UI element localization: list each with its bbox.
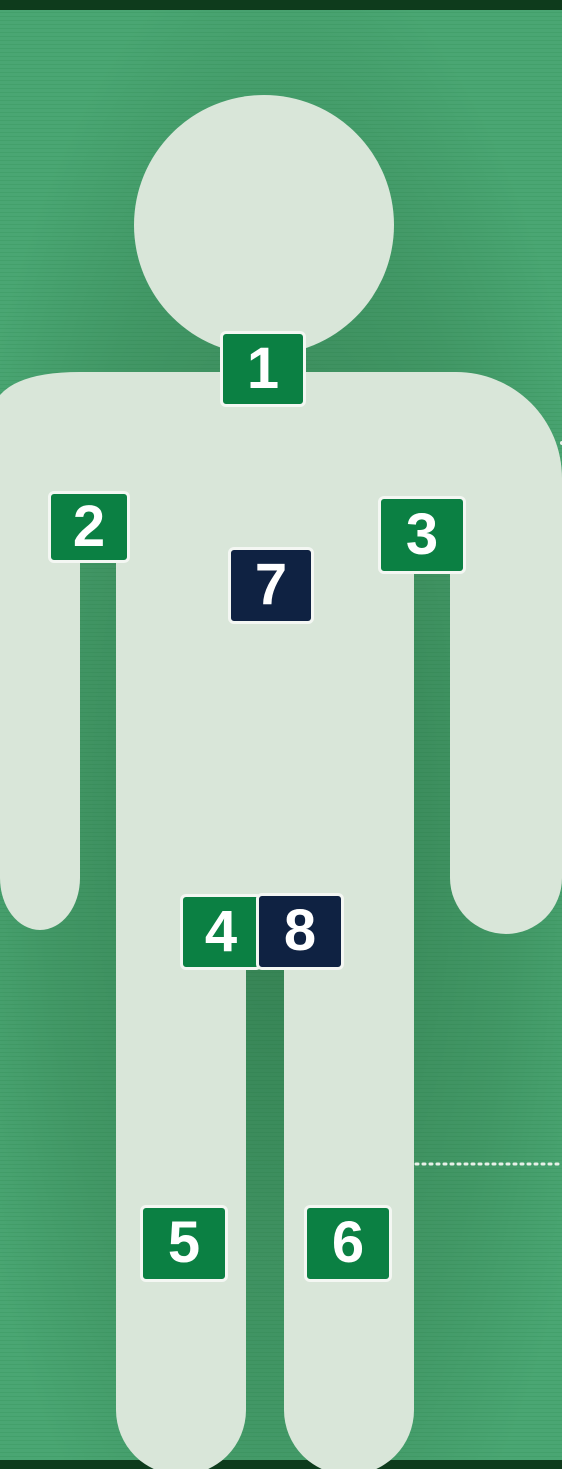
marker-5-label: 5 bbox=[168, 1210, 200, 1275]
marker-4-badge[interactable]: 4 bbox=[180, 894, 262, 970]
marker-7-badge[interactable]: 7 bbox=[228, 547, 314, 624]
marker-8-label: 8 bbox=[284, 898, 316, 963]
marker-3-badge[interactable]: 3 bbox=[378, 496, 466, 574]
marker-6-badge[interactable]: 6 bbox=[304, 1205, 392, 1282]
marker-4-label: 4 bbox=[205, 899, 237, 964]
marker-2-badge[interactable]: 2 bbox=[48, 491, 130, 563]
marker-3-label: 3 bbox=[406, 502, 438, 567]
marker-6-label: 6 bbox=[332, 1210, 364, 1275]
figure-head bbox=[134, 95, 394, 355]
marker-7-label: 7 bbox=[255, 552, 287, 617]
bottom-border bbox=[0, 1460, 562, 1469]
marker-5-badge[interactable]: 5 bbox=[140, 1205, 228, 1282]
marker-1-badge[interactable]: 1 bbox=[220, 331, 306, 407]
marker-8-badge[interactable]: 8 bbox=[256, 893, 344, 970]
marker-1-label: 1 bbox=[247, 336, 279, 401]
top-border bbox=[0, 0, 562, 10]
marker-2-label: 2 bbox=[73, 494, 105, 559]
